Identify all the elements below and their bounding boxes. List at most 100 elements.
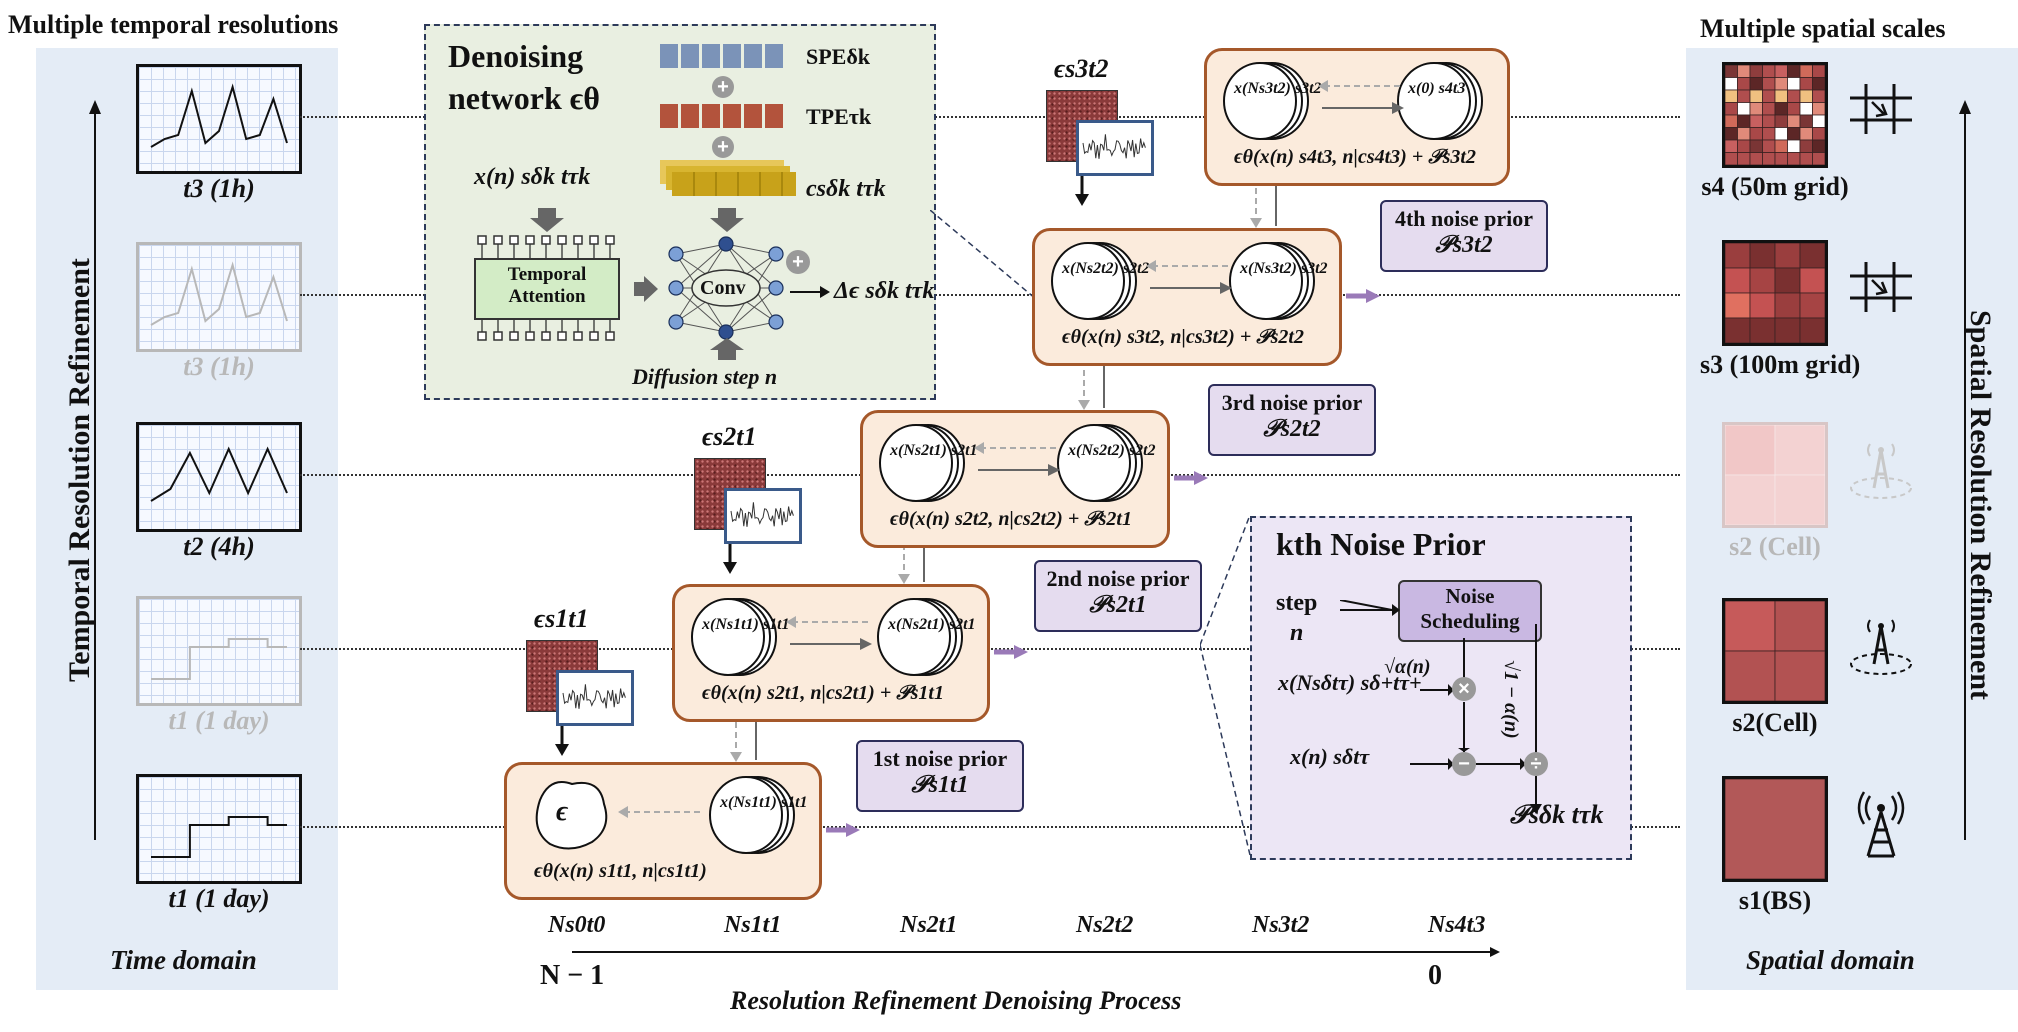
network-title-1: Denoising bbox=[448, 38, 584, 74]
noise-prior-symbol: 𝒫s2t2 bbox=[1263, 416, 1321, 442]
grid-zoom-icon bbox=[1846, 254, 1916, 324]
diffusion-step-label: Diffusion step n bbox=[632, 364, 778, 389]
condition-label: csδk tτk bbox=[806, 176, 886, 202]
stage-equation: ϵθ(x(n) s1t1, n|cs1t1) bbox=[534, 860, 707, 882]
grid-zoom-icon bbox=[1850, 84, 1912, 134]
cell-tower-icon bbox=[1846, 612, 1916, 682]
attention-label-2: Attention bbox=[508, 286, 586, 307]
spatial-label: s2(Cell) bbox=[1732, 708, 1818, 737]
right-arrow-icon bbox=[994, 644, 1028, 660]
timeseries-line bbox=[151, 638, 287, 680]
sample-label: x(Ns3t2) s3t2 bbox=[1234, 80, 1322, 97]
noise-prior-ordinal: 3rd noise prior bbox=[1221, 390, 1363, 415]
down-arrow-icon bbox=[710, 208, 744, 232]
sample-stack bbox=[706, 770, 806, 860]
timeseries-label: t1 (1 day) bbox=[168, 706, 270, 735]
spatial-header: Multiple spatial scales bbox=[1700, 14, 1946, 43]
right-arrow-icon bbox=[826, 822, 860, 838]
multiply-icon: × bbox=[1452, 677, 1476, 701]
sample-stack bbox=[1226, 236, 1326, 326]
sample-stack bbox=[1394, 56, 1494, 146]
timeseries-box bbox=[136, 64, 302, 174]
timeseries-box bbox=[136, 242, 302, 352]
sample-stack bbox=[1220, 56, 1320, 146]
sqrt-alpha-label: √α(n) bbox=[1384, 656, 1431, 678]
spe-label: SPEδk bbox=[806, 44, 871, 69]
noise-signal bbox=[724, 488, 802, 544]
spatial-label: s1(BS) bbox=[1738, 886, 1812, 915]
noise-prior-symbol: 𝒫s1t1 bbox=[911, 772, 969, 798]
cell-tower-icon bbox=[1850, 443, 1912, 499]
conv-network bbox=[668, 236, 784, 340]
base-station-icon bbox=[1846, 790, 1916, 860]
level-line-t1-dim bbox=[300, 648, 1680, 650]
noise-prior-ordinal: 4th noise prior bbox=[1394, 206, 1534, 231]
sample-label: x(Ns2t1) s2t1 bbox=[888, 616, 976, 633]
timeline-tick: Ns2t2 bbox=[1076, 912, 1134, 938]
timeseries-label: t2 (4h) bbox=[183, 532, 255, 561]
temporal-refinement-arrow bbox=[89, 100, 101, 840]
step-n-label: n bbox=[1290, 620, 1304, 646]
spatial-grid bbox=[1722, 240, 1828, 346]
grid-zoom-icon bbox=[1850, 262, 1912, 312]
step-label: step bbox=[1276, 590, 1318, 616]
noise-prior-ordinal: 2nd noise prior bbox=[1046, 566, 1190, 591]
temporal-attention-block: Temporal Attention bbox=[474, 258, 620, 320]
x-n-label: x(n) sδtτ bbox=[1290, 744, 1370, 769]
stage-equation: ϵθ(x(n) s3t2, n|cs3t2) + 𝒫s2t2 bbox=[1062, 326, 1304, 348]
timeseries-label: t3 (1h) bbox=[183, 174, 255, 203]
noise-prior-symbol: 𝒫s3t2 bbox=[1435, 232, 1493, 258]
timeseries-line bbox=[150, 261, 288, 326]
right-arrow-icon bbox=[790, 286, 830, 298]
sample-stack bbox=[874, 592, 974, 682]
right-arrow-icon bbox=[1174, 470, 1208, 486]
timeseries-line bbox=[150, 83, 288, 148]
down-arrow-icon bbox=[1072, 176, 1092, 206]
stage-equation: ϵθ(x(n) s2t1, n|cs2t1) + 𝒫s1t1 bbox=[702, 682, 944, 704]
scheduling-label-2: Scheduling bbox=[1420, 609, 1520, 633]
timeline-tick: Ns4t3 bbox=[1428, 912, 1486, 938]
spatial-grid bbox=[1722, 62, 1828, 168]
sample-label: ϵ bbox=[556, 796, 569, 827]
timeline-title: Resolution Refinement Denoising Process bbox=[730, 986, 1182, 1015]
spatial-label: s3 (100m grid) bbox=[1700, 350, 1861, 379]
spatial-refinement-arrow bbox=[1959, 100, 1971, 840]
panel-connector bbox=[930, 210, 1056, 316]
divide-icon: ÷ bbox=[1524, 752, 1548, 776]
subtract-icon: − bbox=[1452, 752, 1476, 776]
sample-label: x(Ns1t1) s1t1 bbox=[720, 794, 808, 811]
stage-arrows bbox=[616, 792, 706, 832]
up-arrow-icon bbox=[710, 338, 744, 360]
spatial-grid bbox=[1722, 776, 1828, 882]
timeline-axis bbox=[572, 947, 1500, 957]
stage-equation: ϵθ(x(n) s4t3, n|cs4t3) + 𝒫s3t2 bbox=[1234, 146, 1476, 168]
timeseries-label: t1 (1 day) bbox=[168, 884, 270, 913]
noise-prior-panel bbox=[1250, 516, 1632, 860]
noise-symbol: ϵs1t1 bbox=[534, 604, 589, 633]
noise-symbol: ϵs3t2 bbox=[1054, 54, 1109, 83]
network-output: Δϵ sδk tτk bbox=[834, 278, 935, 304]
level-line-t3 bbox=[300, 116, 1680, 118]
timeseries-line bbox=[151, 816, 287, 858]
sample-stack bbox=[876, 418, 976, 508]
cell-tower-icon bbox=[1846, 436, 1916, 506]
base-station-icon bbox=[1857, 791, 1905, 858]
conv-label: Conv bbox=[700, 277, 746, 299]
denoising-network-panel bbox=[424, 24, 936, 400]
attention-connectors bbox=[477, 235, 615, 341]
sample-stack bbox=[688, 592, 788, 682]
grid-zoom-icon bbox=[1846, 76, 1916, 146]
noise-blob bbox=[520, 770, 620, 860]
timeline-tick: Ns0t0 bbox=[548, 912, 606, 938]
timeline-end: 0 bbox=[1428, 960, 1442, 991]
level-line-t3-dim bbox=[300, 294, 1680, 296]
noise-symbol: ϵs2t1 bbox=[702, 422, 757, 451]
attention-label-1: Temporal bbox=[507, 264, 587, 285]
noise-prior-ordinal: 1st noise prior bbox=[872, 746, 1008, 771]
sample-stack bbox=[1048, 236, 1148, 326]
plus-icon: + bbox=[786, 250, 810, 274]
level-line-t1 bbox=[300, 826, 1680, 828]
timeseries-box bbox=[136, 596, 302, 706]
